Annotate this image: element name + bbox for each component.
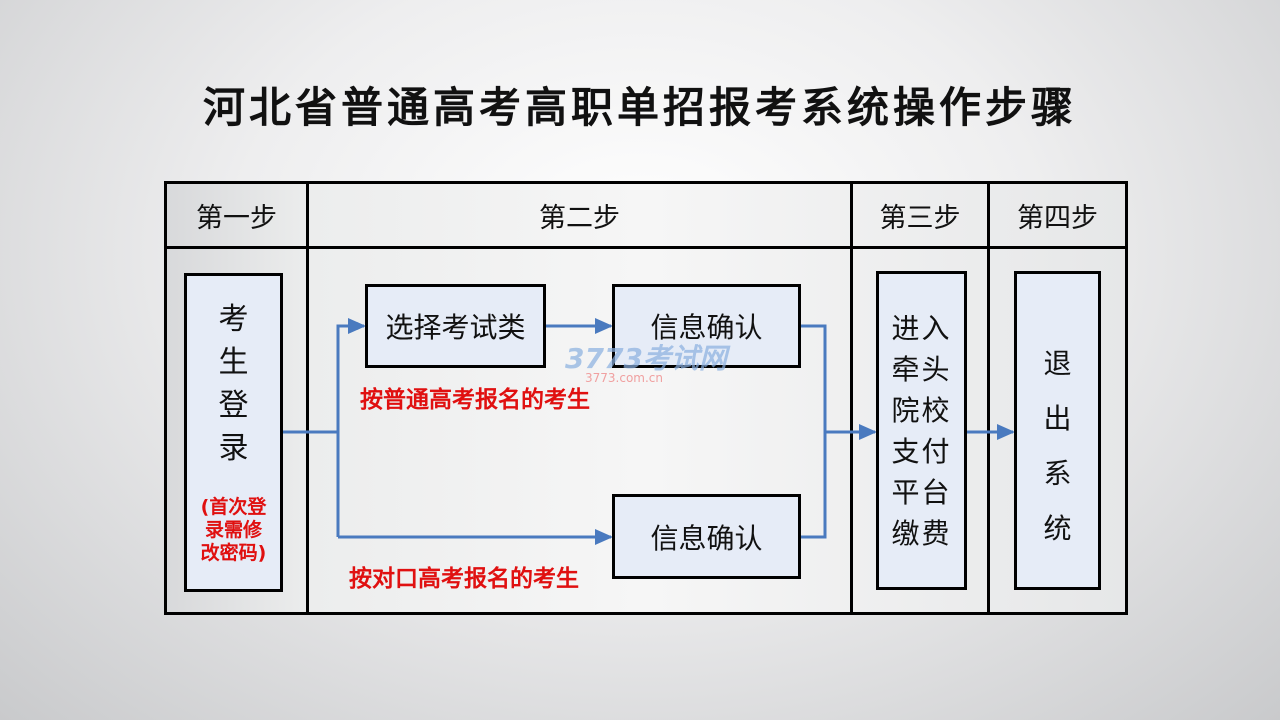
info-confirm-box-bottom: 信息确认 — [612, 494, 801, 579]
label-vocational-exam: 按对口高考报名的考生 — [349, 566, 579, 592]
watermark-logo: 3773考试网 — [565, 342, 727, 375]
watermark-url: 3773.com.cn — [585, 371, 663, 385]
arrow-merge — [800, 324, 827, 539]
login-note: 录需修 — [204, 519, 262, 541]
info-confirm-box-top: 信息确认 — [612, 284, 801, 368]
exit-char: 出 — [1043, 402, 1072, 435]
header-step-2: 第二步 — [539, 203, 620, 234]
header-step-4: 第四步 — [1017, 203, 1098, 234]
login-char: 录 — [218, 431, 249, 466]
payment-line: 缴费 — [891, 516, 952, 550]
arrowhead — [595, 529, 613, 545]
payment-box: 进入 牵头 院校 支付 平台 缴费 — [876, 271, 967, 590]
exit-box: 退 出 系 统 — [1014, 271, 1101, 590]
login-box: 考 生 登 录 (首次登 录需修 改密码) — [184, 273, 283, 592]
arrowhead — [859, 424, 877, 440]
login-char: 考 — [218, 302, 249, 337]
header-divider — [164, 246, 1128, 249]
column-divider — [306, 181, 309, 615]
login-note: 改密码) — [200, 542, 267, 564]
column-divider — [987, 181, 990, 615]
login-char: 登 — [218, 388, 249, 423]
column-divider — [850, 181, 853, 615]
login-char: 生 — [218, 345, 249, 380]
payment-line: 进入 — [891, 311, 952, 345]
payment-line: 院校 — [891, 393, 952, 427]
select-exam-type-box: 选择考试类 — [365, 284, 546, 368]
arrowhead — [595, 318, 613, 334]
label-general-exam: 按普通高考报名的考生 — [360, 387, 590, 413]
exit-char: 系 — [1043, 457, 1072, 490]
payment-line: 平台 — [891, 475, 952, 509]
payment-line: 支付 — [891, 434, 952, 468]
login-note: (首次登 — [200, 496, 267, 518]
header-step-3: 第三步 — [879, 203, 961, 234]
page-title: 河北省普通高考高职单招报考系统操作步骤 — [202, 83, 1077, 132]
arrowhead — [348, 318, 366, 334]
header-step-1: 第一步 — [196, 203, 277, 234]
payment-line: 牵头 — [891, 352, 952, 386]
arrow-to-select — [336, 322, 365, 537]
arrowhead — [997, 424, 1015, 440]
exit-char: 退 — [1043, 347, 1072, 380]
exit-char: 统 — [1043, 512, 1072, 545]
